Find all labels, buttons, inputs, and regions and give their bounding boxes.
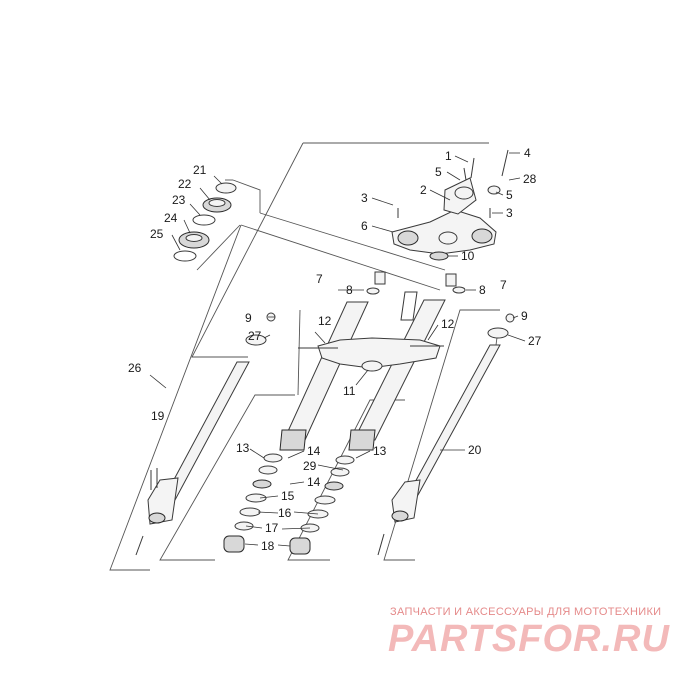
callout-7-right: 7: [500, 278, 507, 292]
callout-3-right: 3: [506, 206, 513, 220]
callout-5-left: 5: [435, 165, 442, 179]
callout-15: 15: [281, 489, 295, 503]
callout-leaders: [149, 152, 526, 547]
callout-25: 25: [150, 227, 164, 241]
callout-1: 1: [445, 149, 452, 163]
callout-23: 23: [172, 193, 186, 207]
callout-13-right: 13: [373, 444, 387, 458]
callout-9-right: 9: [521, 309, 528, 323]
callout-5-right: 5: [506, 188, 513, 202]
callout-13-left: 13: [236, 441, 250, 455]
callout-10: 10: [461, 249, 475, 263]
callout-8-right: 8: [479, 283, 486, 297]
callout-19: 19: [151, 409, 165, 423]
callout-27-left: 27: [248, 329, 262, 343]
callout-14-upper: 14: [307, 444, 321, 458]
watermark-logo-left: PARTS: [388, 618, 519, 660]
callout-7-left: 7: [316, 272, 323, 286]
callout-4: 4: [524, 146, 531, 160]
callout-3-left: 3: [361, 191, 368, 205]
seal-kit-right: [289, 455, 355, 555]
callout-11: 11: [343, 384, 356, 398]
callout-labels: 1 2 3 3 4 5 5 6 7 7 8 8 9 9 10 11 12 12 …: [128, 146, 542, 553]
callout-20: 20: [468, 443, 482, 457]
watermark-logo-right: FOR.RU: [518, 618, 670, 660]
right-fork-leg: [377, 313, 515, 556]
upper-triple-clamp: [391, 177, 501, 261]
callout-2: 2: [420, 183, 427, 197]
callout-6: 6: [361, 219, 368, 233]
callout-27-right: 27: [528, 334, 542, 348]
callout-12-right: 12: [441, 317, 455, 331]
watermark-caption: ЗАПЧАСТИ И АКСЕССУАРЫ ДЛЯ МОТОТЕХНИКИ: [390, 606, 662, 618]
callout-14-lower: 14: [307, 475, 321, 489]
callout-9-left: 9: [245, 311, 252, 325]
callout-22: 22: [178, 177, 192, 191]
fork-upper-tubes: [279, 271, 466, 451]
callout-12-left: 12: [318, 314, 332, 328]
left-fork-leg: [135, 312, 276, 556]
callout-24: 24: [164, 211, 178, 225]
callout-8-left: 8: [346, 283, 353, 297]
callout-29: 29: [303, 459, 317, 473]
lower-triple-clamp: [298, 337, 444, 372]
watermark-logo: PARTSFOR.RU: [388, 616, 694, 662]
callout-26: 26: [128, 361, 142, 375]
callout-28: 28: [523, 172, 537, 186]
callout-18: 18: [261, 539, 275, 553]
callout-17: 17: [265, 521, 279, 535]
seal-kit-left: [223, 453, 283, 553]
bearing-stack: [173, 182, 237, 262]
callout-16: 16: [278, 506, 292, 520]
clamp-bolts: [397, 149, 509, 218]
callout-21: 21: [193, 163, 207, 177]
